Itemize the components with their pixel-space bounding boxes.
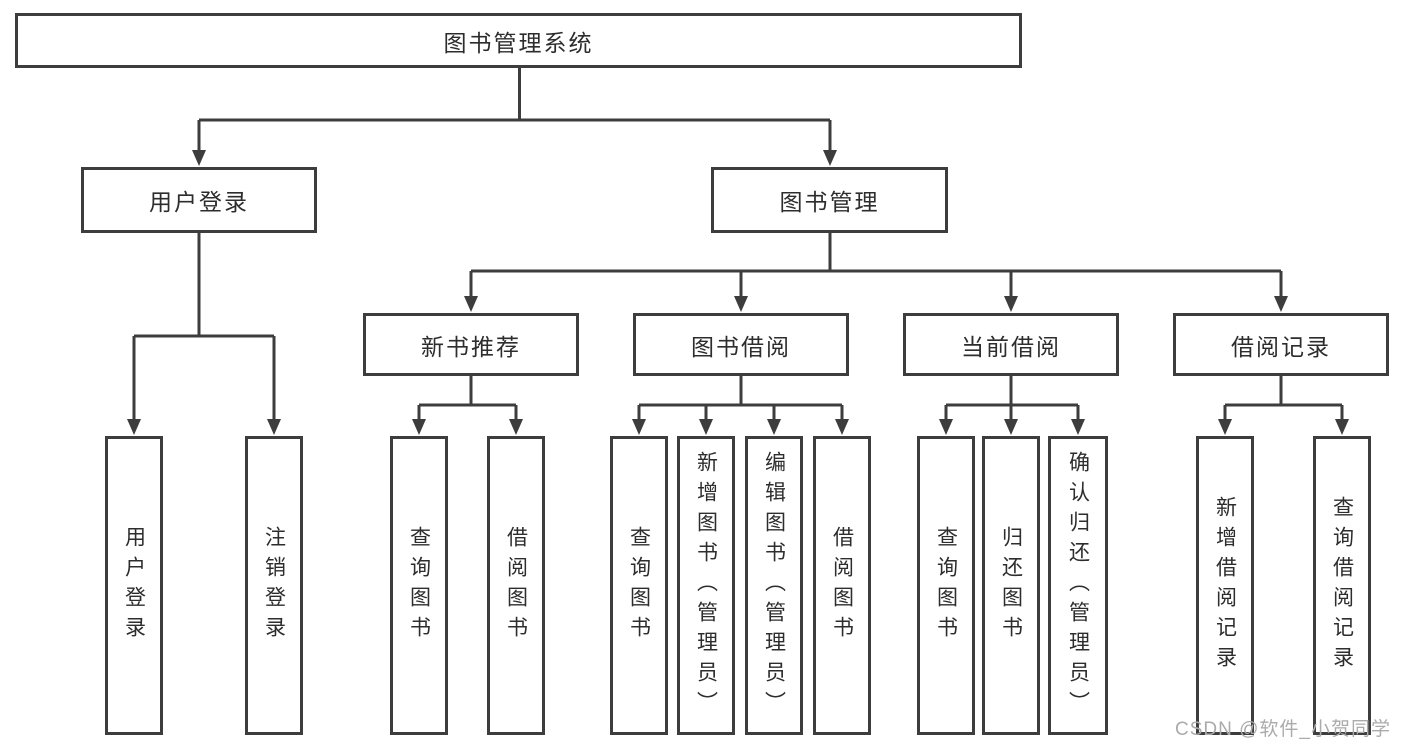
connector-borrowing-records-to-leaves <box>1218 376 1349 435</box>
connector-book-borrowing-to-leaves <box>632 376 849 435</box>
arrowhead-down-icon <box>632 419 646 435</box>
arrowhead-down-icon <box>412 419 426 435</box>
node-current-borrowing: 当前借阅 <box>903 313 1119 376</box>
leaf-borrow-books-recommend: 借阅图书 <box>487 436 545 735</box>
node-label: 归还图书 <box>999 525 1023 646</box>
connector-line <box>944 376 1080 420</box>
watermark: CSDN @软件_小贺同学 <box>1175 719 1391 740</box>
node-label: 确认归还（管理员） <box>1066 450 1090 721</box>
arrowhead-down-icon <box>267 419 281 435</box>
arrowhead-down-icon <box>835 419 849 435</box>
leaf-edit-books-admin: 编辑图书（管理员） <box>745 436 803 735</box>
arrowhead-down-icon <box>939 419 953 435</box>
connector-user-login-to-leaves <box>127 233 281 435</box>
node-library-management-system: 图书管理系统 <box>15 13 1022 68</box>
leaf-logout-login: 注销登录 <box>245 436 303 735</box>
connector-line <box>197 68 832 151</box>
leaf-query-books-borrowing: 查询图书 <box>610 436 668 735</box>
connector-line <box>1223 376 1344 420</box>
arrowhead-down-icon <box>1004 296 1018 312</box>
node-user-login: 用户登录 <box>81 167 317 233</box>
leaf-return-books: 归还图书 <box>982 436 1040 735</box>
node-label: 图书管理系统 <box>443 29 594 56</box>
leaf-confirm-return-admin: 确认归还（管理员） <box>1048 436 1108 735</box>
node-label: 查询图书 <box>627 525 651 646</box>
node-label: 当前借阅 <box>961 333 1061 360</box>
leaf-user-login: 用户登录 <box>105 436 163 735</box>
arrowhead-down-icon <box>699 419 713 435</box>
arrowhead-down-icon <box>464 296 478 312</box>
node-label: 新增图书（管理员） <box>694 450 718 721</box>
node-borrowing-records: 借阅记录 <box>1173 313 1389 376</box>
node-label: 用户登录 <box>122 525 146 646</box>
node-label: 新书推荐 <box>421 333 521 360</box>
arrowhead-down-icon <box>1071 419 1085 435</box>
connector-line <box>132 233 276 420</box>
node-new-book-recommendation: 新书推荐 <box>363 313 579 376</box>
node-label: 用户登录 <box>149 189 249 215</box>
arrowhead-down-icon <box>1004 419 1018 435</box>
connector-current-borrowing-to-leaves <box>939 376 1085 435</box>
connector-line <box>417 376 518 420</box>
node-label: 查询图书 <box>934 525 958 646</box>
leaf-borrow-books-borrowing: 借阅图书 <box>813 436 871 735</box>
node-label: 查询借阅记录 <box>1330 495 1354 676</box>
connector-line <box>469 233 1283 297</box>
connector-line <box>637 376 844 420</box>
node-label: 借阅图书 <box>504 525 528 646</box>
arrowhead-down-icon <box>823 150 837 166</box>
arrowhead-down-icon <box>767 419 781 435</box>
connector-new-book-recommendation-to-leaves <box>412 376 523 435</box>
arrowhead-down-icon <box>1335 419 1349 435</box>
node-book-borrowing: 图书借阅 <box>633 313 849 376</box>
arrowhead-down-icon <box>127 419 141 435</box>
node-label: 借阅图书 <box>830 525 854 646</box>
leaf-query-books-recommend: 查询图书 <box>390 436 448 735</box>
node-label: 查询图书 <box>407 525 431 646</box>
arrowhead-down-icon <box>1274 296 1288 312</box>
leaf-add-borrow-record: 新增借阅记录 <box>1196 436 1254 735</box>
leaf-query-books-current: 查询图书 <box>917 436 975 735</box>
arrowhead-down-icon <box>734 296 748 312</box>
leaf-query-borrow-record: 查询借阅记录 <box>1313 436 1371 735</box>
arrowhead-down-icon <box>509 419 523 435</box>
node-label: 注销登录 <box>262 525 286 646</box>
node-label: 新增借阅记录 <box>1213 495 1237 676</box>
node-label: 借阅记录 <box>1231 333 1331 360</box>
arrowhead-down-icon <box>1218 419 1232 435</box>
node-label: 编辑图书（管理员） <box>762 450 786 721</box>
node-book-management: 图书管理 <box>711 167 948 233</box>
arrowhead-down-icon <box>192 150 206 166</box>
connector-book-management-to-level3 <box>464 233 1288 312</box>
node-label: 图书借阅 <box>691 333 791 360</box>
node-label: 图书管理 <box>779 189 880 215</box>
leaf-add-books-admin: 新增图书（管理员） <box>677 436 735 735</box>
connector-root-to-level2 <box>192 68 837 166</box>
